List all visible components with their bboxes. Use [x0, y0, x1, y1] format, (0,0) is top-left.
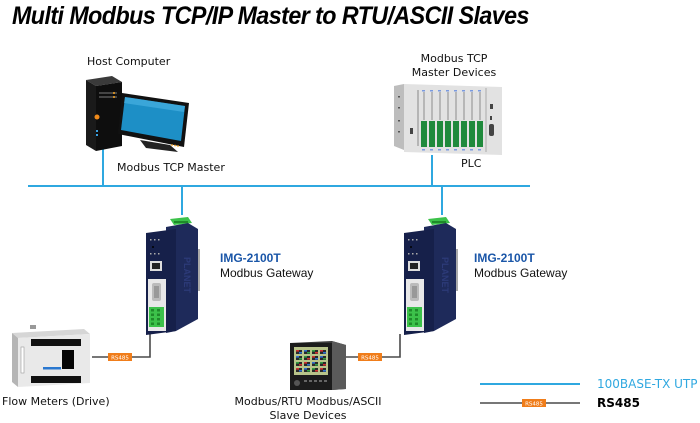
rs485-terminal — [149, 307, 164, 327]
plc-label-line1: Modbus TCP — [420, 52, 488, 65]
plc-io-module — [429, 121, 435, 147]
plc-io-module — [445, 121, 451, 147]
modbus-gateway-icon-1: PLANET — [146, 217, 200, 335]
plc-io-module — [469, 121, 475, 147]
brand-logo: PLANET — [182, 257, 192, 294]
ethernet-links — [28, 148, 530, 215]
slave-device-label-line1: Modbus/RTU Modbus/ASCII — [234, 395, 382, 408]
desktop-computer-icon — [86, 76, 189, 152]
flow-meter-icon — [12, 325, 90, 387]
rs485-links: RS485 RS485 — [92, 334, 401, 361]
plc-io-module — [461, 121, 467, 147]
rs485-tag-text: RS485 — [111, 355, 129, 361]
plc-label-line2: Master Devices — [411, 66, 497, 79]
gateway-2-description: Modbus Gateway — [474, 266, 568, 280]
gateway-1-description: Modbus Gateway — [220, 266, 314, 280]
slave-panel-icon — [290, 341, 346, 390]
plc-io-module — [437, 121, 443, 147]
legend: RS485 — [480, 383, 580, 407]
flow-meter-label: Flow Meters (Drive) — [2, 395, 110, 408]
gateway-2-model: IMG-2100T — [474, 251, 535, 265]
legend-rs485-tag-text: RS485 — [525, 401, 543, 407]
rs485-tag-slave-device: RS485 — [358, 353, 382, 361]
plc-io-module — [453, 121, 459, 147]
brand-logo: PLANET — [440, 257, 450, 294]
host-computer-role: Modbus TCP Master — [117, 161, 225, 174]
gateway-1-model: IMG-2100T — [220, 251, 281, 265]
slave-device-label-line2: Slave Devices — [269, 409, 347, 422]
host-computer-label: Host Computer — [87, 55, 171, 68]
rs485-terminal — [407, 307, 422, 327]
plc-io-module — [421, 121, 427, 147]
modbus-gateway-icon-2: PLANET — [404, 217, 458, 335]
plc-rack-icon — [394, 84, 502, 155]
diagram-title: Multi Modbus TCP/IP Master to RTU/ASCII … — [12, 2, 529, 30]
plc-io-module — [477, 121, 483, 147]
plc-role: PLC — [461, 157, 482, 170]
rs485-tag-flow-meter: RS485 — [108, 353, 132, 361]
legend-ethernet-label: 100BASE-TX UTP — [597, 377, 698, 391]
legend-rs485-label: RS485 — [597, 396, 640, 410]
rs485-tag-text: RS485 — [361, 355, 379, 361]
